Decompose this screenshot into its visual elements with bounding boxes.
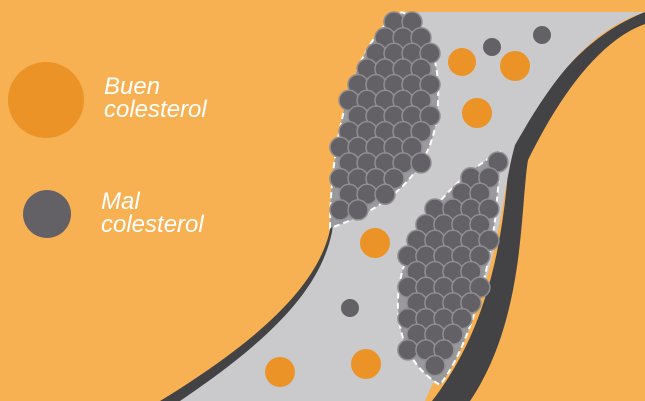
bad-cholesterol-particle: [398, 340, 418, 360]
good-cholesterol-particle: [360, 228, 390, 258]
good-cholesterol-icon: [8, 62, 84, 138]
bad-cholesterol-label: Mal colesterol: [101, 190, 204, 236]
bad-cholesterol-particle: [483, 38, 501, 56]
good-cholesterol-particle: [462, 98, 492, 128]
bad-cholesterol-particle: [411, 153, 431, 173]
bad-cholesterol-particle: [375, 184, 395, 204]
bad-cholesterol-particle: [348, 200, 368, 220]
bad-cholesterol-particle: [533, 26, 551, 44]
bad-cholesterol-particle: [425, 356, 445, 376]
good-cholesterol-particle: [265, 357, 295, 387]
good-cholesterol-particle: [448, 48, 476, 76]
good-cholesterol-label: Buen colesterol: [104, 75, 207, 121]
bad-cholesterol-particle: [330, 200, 350, 220]
bad-cholesterol-particle: [341, 299, 359, 317]
good-cholesterol-particle: [351, 349, 381, 379]
good-cholesterol-particle: [500, 51, 530, 81]
bad-cholesterol-icon: [23, 190, 71, 238]
